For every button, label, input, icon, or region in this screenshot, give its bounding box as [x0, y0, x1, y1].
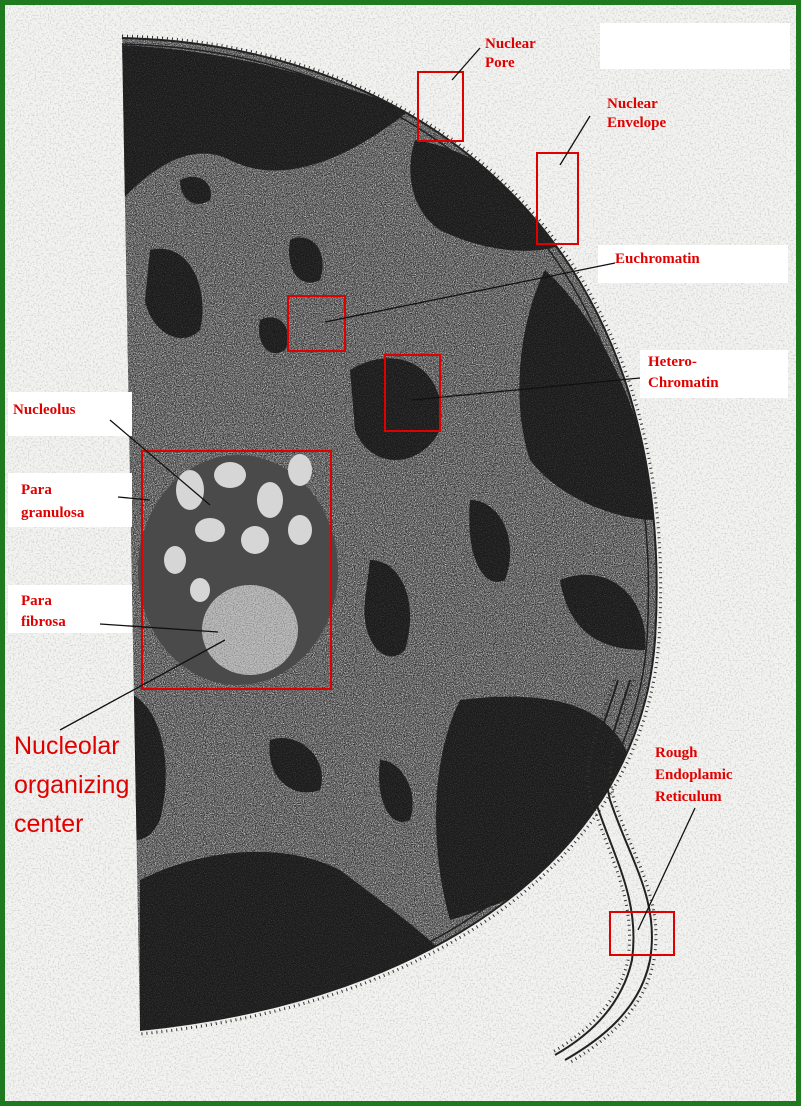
nucleolus-body: [138, 454, 338, 685]
nucleolus-label: Nucleolus: [13, 402, 76, 418]
nucleus-diagram: Nuclear Pore Nuclear Envelope Euchromati…: [5, 5, 796, 1101]
euchromatin-label: Euchromatin: [615, 251, 700, 267]
